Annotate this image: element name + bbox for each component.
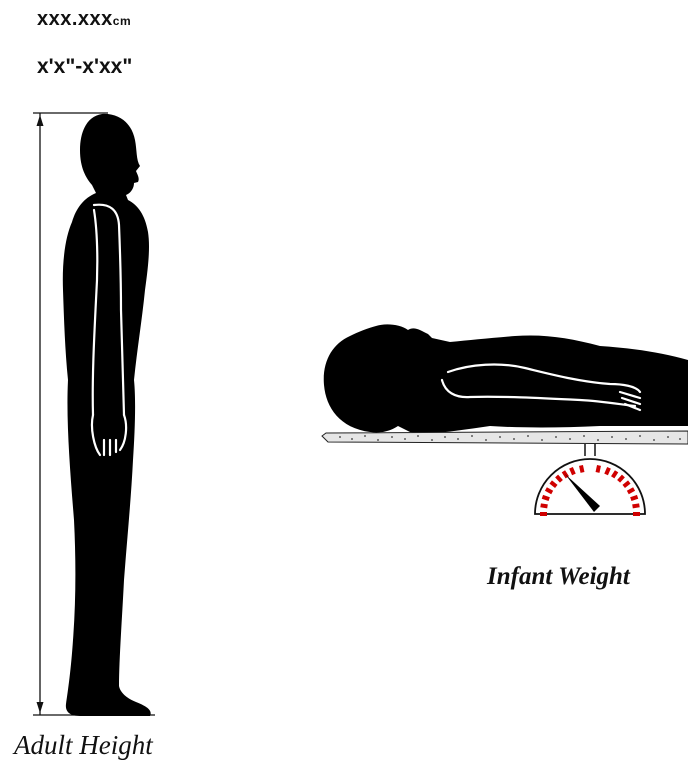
adult-standing-silhouette	[63, 114, 151, 716]
adult-height-caption: Adult Height	[14, 730, 153, 761]
infant-lying-silhouette	[324, 324, 688, 433]
infant-weight-caption: Infant Weight	[487, 563, 630, 591]
scale-platform	[322, 431, 688, 444]
scale-dial	[535, 459, 645, 514]
scale-stem	[585, 444, 595, 456]
